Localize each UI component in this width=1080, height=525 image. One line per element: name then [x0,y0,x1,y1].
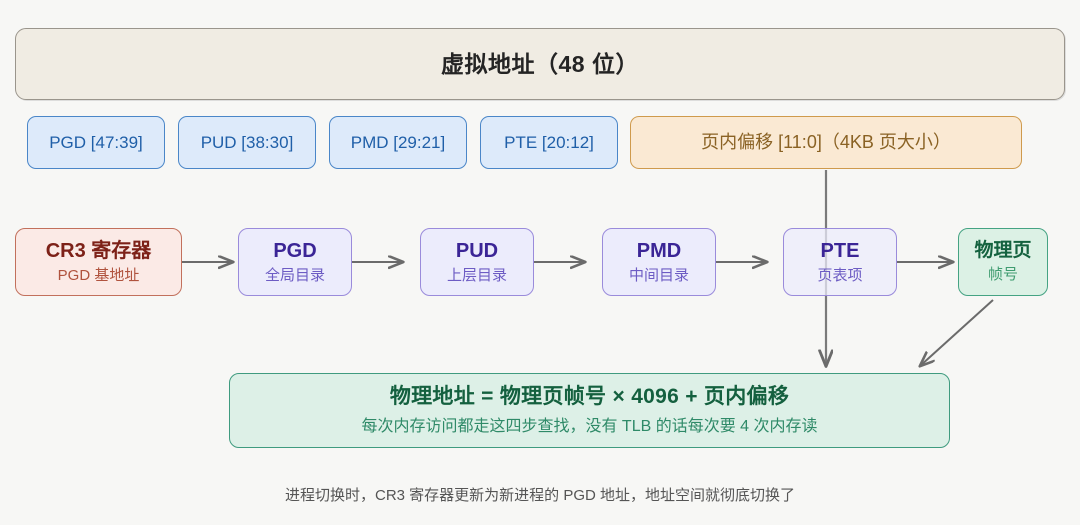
physical-address-note: 每次内存访问都走这四步查找，没有 TLB 的话每次要 4 次内存读 [361,417,818,435]
bitfield-pmd: PMD [29:21] [329,116,467,169]
node-cr3-title: CR3 寄存器 [45,239,152,262]
bitfield-pte: PTE [20:12] [480,116,618,169]
node-pud: PUD 上层目录 [420,228,534,296]
node-pgd-title: PGD [273,239,317,262]
node-pud-title: PUD [455,239,499,262]
node-pgd-subtitle: 全局目录 [264,266,325,284]
node-physical-page-subtitle: 帧号 [987,266,1018,283]
node-pte: PTE 页表项 [783,228,897,296]
node-pgd: PGD 全局目录 [238,228,352,296]
node-pte-title: PTE [820,239,860,262]
bitfield-pte-label: PTE [20:12] [504,132,594,152]
node-physical-page: 物理页 帧号 [958,228,1048,296]
diagram-caption: 进程切换时，CR3 寄存器更新为新进程的 PGD 地址，地址空间就彻底切换了 [284,487,796,504]
virtual-address-banner: 虚拟地址（48 位） [15,28,1065,100]
physical-address-formula: 物理地址 = 物理页帧号 × 4096 + 页内偏移 [389,385,790,409]
node-pud-subtitle: 上层目录 [446,266,507,284]
node-cr3-subtitle: PGD 基地址 [57,266,140,284]
physical-address-result-box: 物理地址 = 物理页帧号 × 4096 + 页内偏移 每次内存访问都走这四步查找… [229,373,950,448]
arrow-physical-page-to-result [920,299,994,366]
bitfield-pud-label: PUD [38:30] [200,132,294,152]
bitfield-pgd: PGD [47:39] [27,116,165,169]
virtual-address-title: 虚拟地址（48 位） [441,50,639,77]
bitfield-page-offset-label: 页内偏移 [11:0]（4KB 页大小） [701,132,951,153]
bitfield-pud: PUD [38:30] [178,116,316,169]
bitfield-page-offset: 页内偏移 [11:0]（4KB 页大小） [630,116,1022,169]
node-physical-page-title: 物理页 [974,240,1032,262]
bitfield-pmd-label: PMD [29:21] [350,132,446,152]
node-pmd-title: PMD [636,239,682,262]
node-pmd-subtitle: 中间目录 [628,266,689,284]
node-cr3-register: CR3 寄存器 PGD 基地址 [15,228,182,296]
bitfield-pgd-label: PGD [47:39] [49,132,143,152]
node-pmd: PMD 中间目录 [602,228,716,296]
node-pte-subtitle: 页表项 [817,266,863,284]
